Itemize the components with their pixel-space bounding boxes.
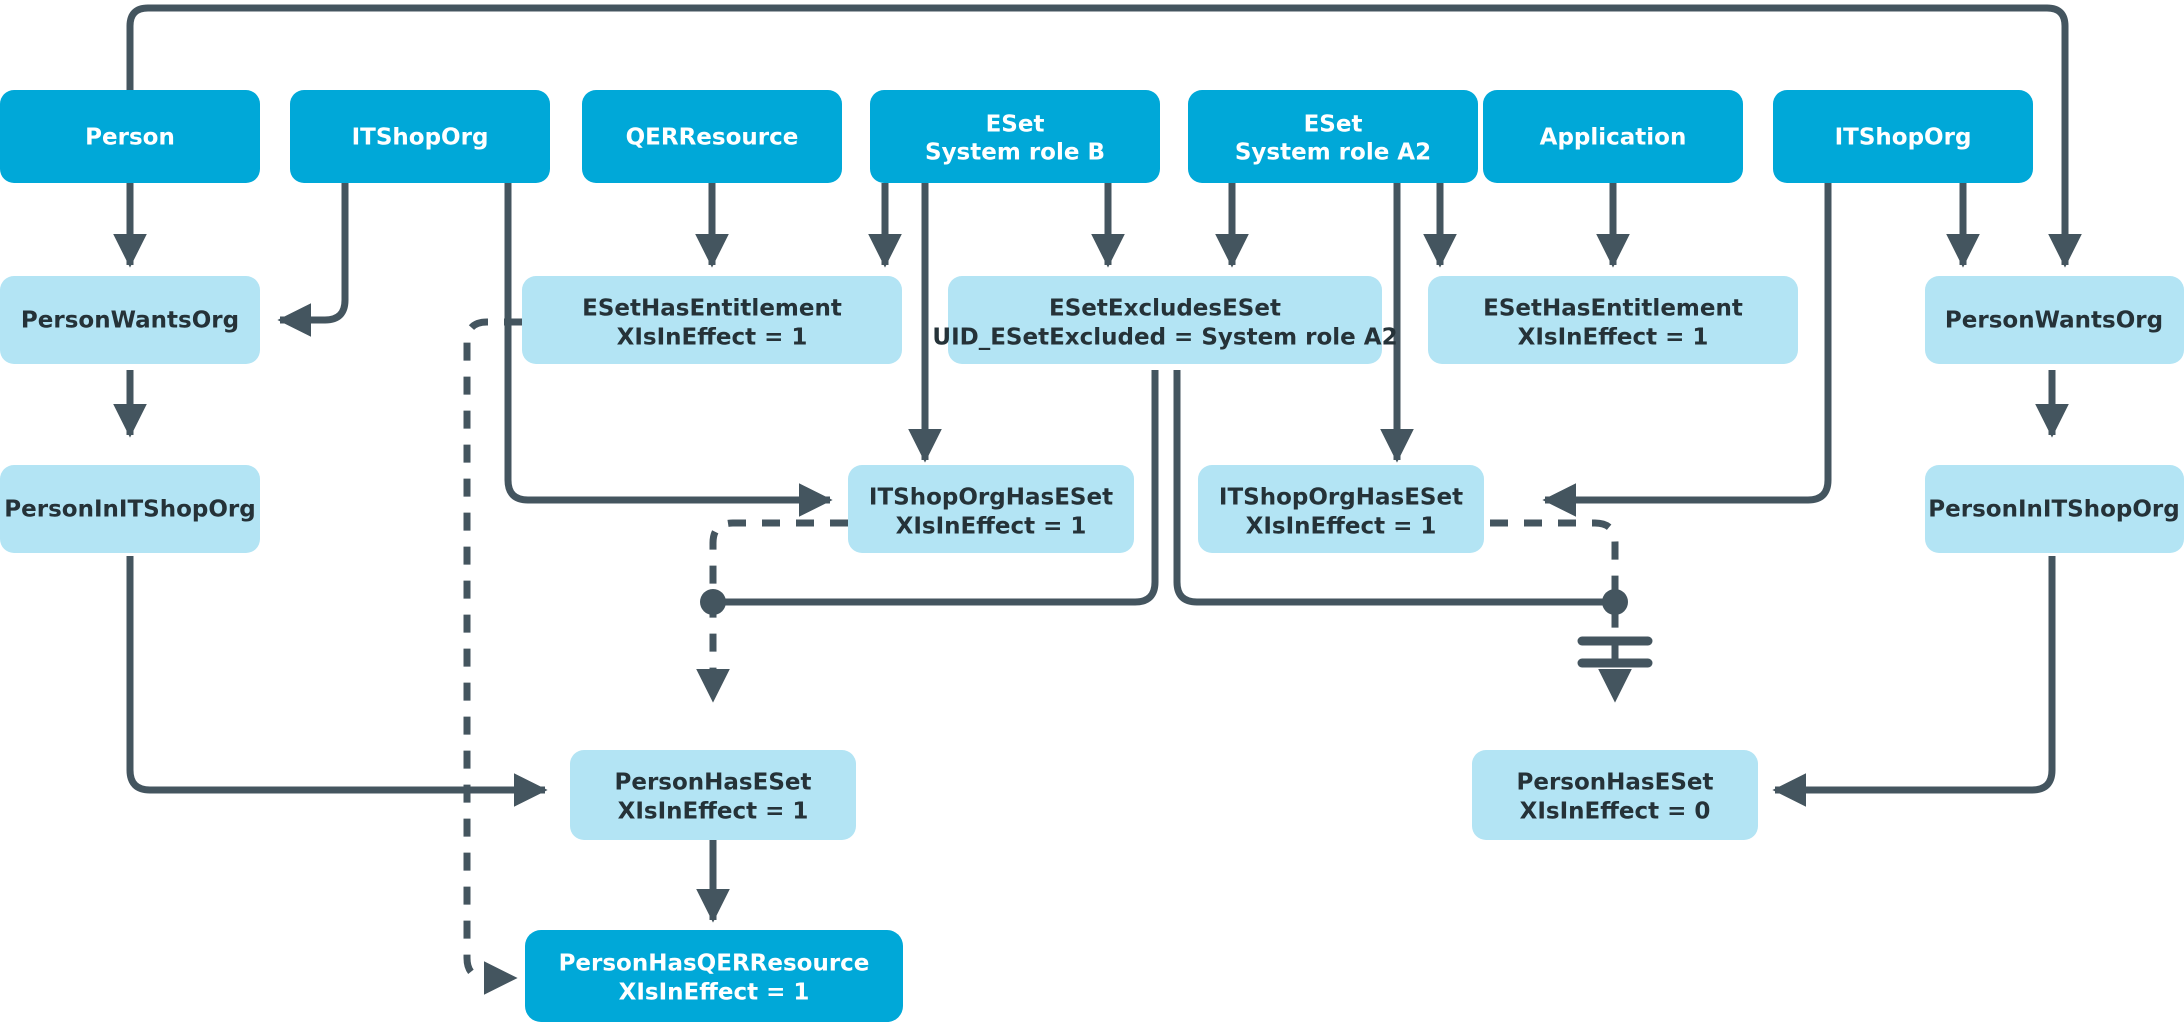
edge-itshoporgleft-to-personwantsorg <box>277 183 349 337</box>
edge-itshoporgleft-to-itshoporghaseset <box>504 183 833 517</box>
node-qerresource[interactable]: QERResource <box>582 90 842 183</box>
node-application[interactable]: Application <box>1483 90 1743 183</box>
edge-itshoporgright-to-itshoporghaseset-right <box>1542 183 1832 517</box>
node-personhaseset-0[interactable]: PersonHasESet XIsInEffect = 0 <box>1472 750 1758 840</box>
edge-esetexcludeseset-left-leg <box>713 370 1159 606</box>
node-personhasqerresource-label-line1: PersonHasQERResource <box>559 951 870 977</box>
node-itshoporg-left-label: ITShopOrg <box>352 125 489 151</box>
node-itshoporghaseset-left[interactable]: ITShopOrgHasESet XIsInEffect = 1 <box>848 465 1134 553</box>
node-eset-system-role-b[interactable]: ESet System role B <box>870 90 1160 183</box>
node-esethasentitlement-1[interactable]: ESetHasEntitlement XIsInEffect = 1 <box>522 276 902 364</box>
node-itshoporghaseset-right[interactable]: ITShopOrgHasESet XIsInEffect = 1 <box>1198 465 1484 553</box>
node-esethasentitlement-2[interactable]: ESetHasEntitlement XIsInEffect = 1 <box>1428 276 1798 364</box>
node-esetexcludeseset-label-line2: UID_ESetExcluded = System role A2 <box>932 325 1397 351</box>
node-qerresource-label: QERResource <box>626 125 799 151</box>
node-itshoporg-right[interactable]: ITShopOrg <box>1773 90 2033 183</box>
node-esetexcludeseset-label-line1: ESetExcludesESet <box>1049 296 1281 322</box>
node-personinitshoporg-right-label: PersonInITShopOrg <box>1928 497 2179 523</box>
node-itshoporghaseset-right-label-line1: ITShopOrgHasESet <box>1219 485 1463 511</box>
node-eset-b-label-line1: ESet <box>986 112 1045 138</box>
node-esethasentitlement-1-label-line1: ESetHasEntitlement <box>582 296 842 322</box>
edge-layer <box>113 4 2082 995</box>
node-personinitshoporg-right[interactable]: PersonInITShopOrg <box>1925 465 2184 553</box>
node-personhasqerresource[interactable]: PersonHasQERResource XIsInEffect = 1 <box>525 930 903 1022</box>
node-application-label: Application <box>1540 125 1687 151</box>
edge-dashed-itshoporghaseset-right-to-personhaseset0 <box>1490 519 1632 703</box>
node-personhaseset-0-label-line1: PersonHasESet <box>1517 770 1714 796</box>
node-eset-a2-label-line2: System role A2 <box>1235 140 1431 166</box>
edge-personinitshoporg-to-personhaseset0 <box>1772 556 2056 807</box>
node-esetexcludeseset[interactable]: ESetExcludesESet UID_ESetExcluded = Syst… <box>932 276 1398 364</box>
node-personhaseset-0-label-line2: XIsInEffect = 0 <box>1520 799 1711 825</box>
node-personhaseset-1-label-line1: PersonHasESet <box>615 770 812 796</box>
edge-dashed-esethasentitlement1-to-personhasqerresource <box>463 318 522 995</box>
node-esethasentitlement-1-label-line2: XIsInEffect = 1 <box>617 325 808 351</box>
node-itshoporghaseset-right-label-line2: XIsInEffect = 1 <box>1246 514 1437 540</box>
node-person-label: Person <box>85 125 175 151</box>
node-personhasqerresource-label-line2: XIsInEffect = 1 <box>619 980 810 1006</box>
junction-dot-right <box>1602 589 1628 615</box>
node-itshoporghaseset-left-label-line2: XIsInEffect = 1 <box>896 514 1087 540</box>
node-itshoporg-right-label: ITShopOrg <box>1835 125 1972 151</box>
node-itshoporg-left[interactable]: ITShopOrg <box>290 90 550 183</box>
node-itshoporghaseset-left-label-line1: ITShopOrgHasESet <box>869 485 1113 511</box>
edge-top-rail-to-person <box>126 4 2069 95</box>
node-personwantsorg-left[interactable]: PersonWantsOrg <box>0 276 260 364</box>
node-personinitshoporg-left[interactable]: PersonInITShopOrg <box>0 465 260 553</box>
node-esethasentitlement-2-label-line2: XIsInEffect = 1 <box>1518 325 1709 351</box>
node-personwantsorg-right-label: PersonWantsOrg <box>1945 308 2163 334</box>
edge-esetexcludeseset-right-leg <box>1173 370 1615 606</box>
node-eset-b-label-line2: System role B <box>925 140 1105 166</box>
node-person[interactable]: Person <box>0 90 260 183</box>
node-eset-a2-label-line1: ESet <box>1304 112 1363 138</box>
edge-personinitshoporg-to-personhaseset1 <box>126 556 548 807</box>
node-eset-system-role-a2[interactable]: ESet System role A2 <box>1188 90 1478 183</box>
edge-dashed-itshoporghaseset-left-to-personhaseset1 <box>696 519 848 703</box>
node-esethasentitlement-2-label-line1: ESetHasEntitlement <box>1483 296 1743 322</box>
node-personinitshoporg-left-label: PersonInITShopOrg <box>4 497 255 523</box>
node-personwantsorg-right[interactable]: PersonWantsOrg <box>1925 276 2184 364</box>
junction-dot-left <box>700 589 726 615</box>
node-personwantsorg-left-label: PersonWantsOrg <box>21 308 239 334</box>
node-personhaseset-1-label-line2: XIsInEffect = 1 <box>618 799 809 825</box>
node-personhaseset-1[interactable]: PersonHasESet XIsInEffect = 1 <box>570 750 856 840</box>
node-layer: Person ITShopOrg QERResource ESet System… <box>0 90 2184 1022</box>
